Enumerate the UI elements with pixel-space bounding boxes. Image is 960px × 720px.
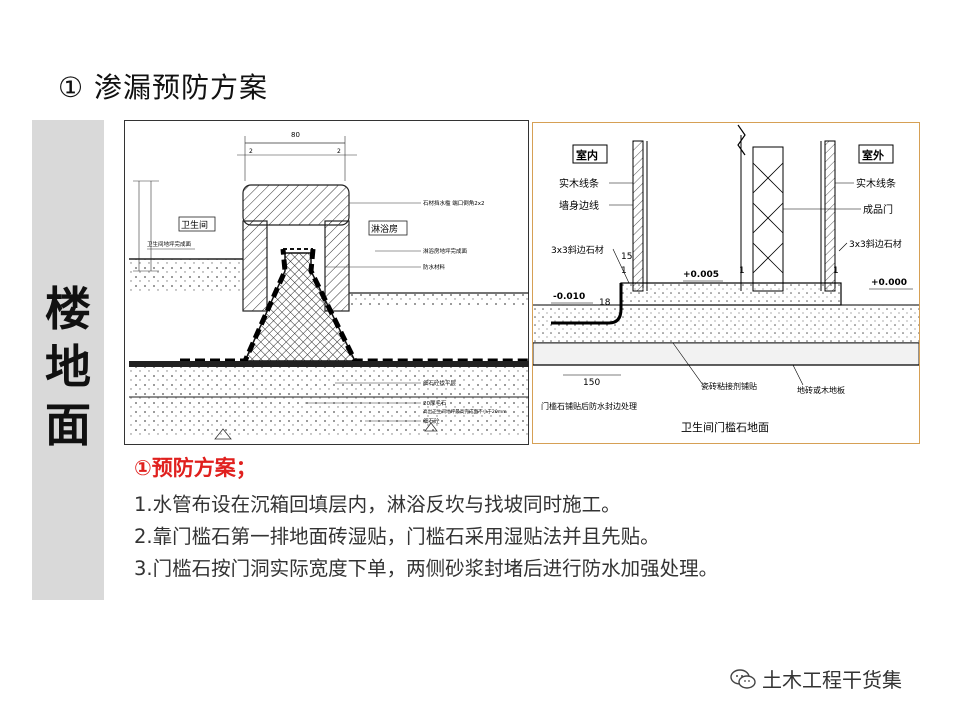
- plan-item-3: 3.门槛石按门洞实际宽度下单，两侧砂浆封堵后进行防水加强处理。: [134, 557, 719, 580]
- dim-2-left: 2: [249, 148, 253, 155]
- sidebar-label: 楼地面: [32, 280, 104, 454]
- dim-2-right: 2: [337, 148, 341, 155]
- drawing-caption: 卫生间门槛石地面: [681, 420, 769, 434]
- watermark-text: 土木工程干货集: [762, 668, 902, 692]
- label-wood-line-left: 实木线条: [559, 177, 599, 190]
- dim-1-b: 1: [739, 266, 745, 276]
- note-concrete: 细石砼: [423, 417, 440, 425]
- label-outdoor: 室外: [862, 148, 884, 162]
- threshold-section-svg: 80 2 2 卫生间 淋浴房: [129, 131, 529, 440]
- note-waterproof: 防水材料: [423, 263, 446, 271]
- room-toilet: 卫生间: [181, 219, 208, 231]
- dim-18: 18: [599, 298, 611, 308]
- page-title: ① 渗漏预防方案: [58, 71, 269, 104]
- note-toilet-floor: 卫生间地坪完成面: [147, 240, 192, 248]
- elev-plus005: +0.005: [683, 270, 719, 280]
- room-shower: 淋浴房: [371, 223, 398, 235]
- elev-minus010: -0.010: [553, 292, 585, 302]
- label-wall-edge: 墙身边线: [559, 199, 599, 212]
- label-tile-glue: 瓷砖粘接剂铺贴: [701, 381, 757, 391]
- door-threshold-drawing: 室内 室外: [532, 122, 920, 444]
- note-stone-20: 20厚毛石: [423, 399, 447, 407]
- sidebar-band: 楼地面: [32, 120, 104, 600]
- plan-item-2: 2.靠门槛石第一排地面砖湿贴，门槛石采用湿贴法并且先贴。: [134, 525, 660, 548]
- threshold-section-drawing: 80 2 2 卫生间 淋浴房: [124, 120, 529, 445]
- plan-heading: ①预防方案；: [134, 456, 257, 480]
- label-bevel-right: 3x3斜边石材: [849, 238, 902, 250]
- note-screed: 细石砼找平层: [423, 379, 457, 387]
- dim-80: 80: [291, 131, 300, 139]
- note-shower-floor: 淋浴房地坪完成面: [423, 247, 468, 255]
- label-indoor: 室内: [576, 148, 598, 162]
- elev-zero: +0.000: [871, 278, 907, 288]
- sidebar-char-1: 地: [45, 340, 91, 394]
- plan-item-1: 1.水管布设在沉箱回填层内，淋浴反坎与找坡同时施工。: [134, 493, 621, 516]
- label-threshold-note: 门槛石铺贴后防水封边处理: [541, 401, 637, 411]
- label-door: 成品门: [863, 203, 893, 216]
- sidebar-char-2: 面: [45, 398, 91, 452]
- sidebar-label-text: 楼地面: [32, 280, 104, 454]
- construction-drawings: 80 2 2 卫生间 淋浴房: [124, 120, 920, 445]
- note-stone: 石材挡水槛 端口倒角2x2: [423, 199, 485, 207]
- sidebar-char-0: 楼: [45, 282, 91, 336]
- label-floor-tile: 地砖或木地板: [797, 385, 845, 395]
- watermark: 土木工程干货集: [730, 664, 902, 693]
- dim-1-c: 1: [833, 266, 839, 276]
- wechat-icon: [730, 668, 756, 689]
- dim-15: 15: [621, 252, 632, 262]
- door-threshold-svg: 室内 室外: [532, 124, 920, 434]
- dim-1-a: 1: [621, 266, 627, 276]
- label-wood-line-right: 实木线条: [856, 177, 896, 190]
- note-stone-20b: 高出卫生间地坪最高完成面不小于20mm: [423, 408, 507, 415]
- dim-150: 150: [583, 378, 600, 388]
- label-bevel-left: 3x3斜边石材: [551, 244, 604, 256]
